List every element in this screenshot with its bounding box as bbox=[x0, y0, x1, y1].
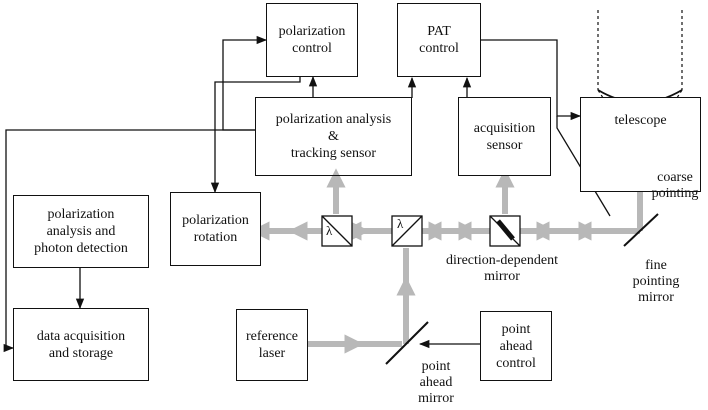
point-ahead-mirror-shape bbox=[385, 321, 429, 365]
point-ahead-mirror-label: point ahead mirror bbox=[418, 359, 454, 406]
telescope-box: telescope bbox=[580, 97, 701, 192]
line-polcontrol-to-rotation bbox=[210, 77, 301, 194]
polarization-analysis-tracking-sensor-box: polarization analysis&tracking sensor bbox=[255, 97, 412, 176]
lambda-label-1: λ bbox=[326, 223, 333, 238]
light-beams bbox=[218, 152, 650, 354]
line-sensor-to-storage bbox=[3, 129, 255, 353]
signal-lines bbox=[3, 35, 611, 353]
fine-pointing-mirror-shape bbox=[623, 213, 659, 247]
telescope-label: telescope bbox=[614, 113, 667, 128]
direction-dependent-mirror-label: direction-dependent mirror bbox=[446, 253, 558, 284]
beam-splitters bbox=[321, 215, 521, 247]
line-pat-to-telescope bbox=[481, 39, 582, 121]
mirrors bbox=[385, 213, 659, 365]
fine-pointing-mirror-label: fine pointing mirror bbox=[632, 258, 680, 305]
coarse-pointing-label: coarse pointing bbox=[651, 170, 699, 201]
lambda-label-2: λ bbox=[397, 216, 404, 231]
